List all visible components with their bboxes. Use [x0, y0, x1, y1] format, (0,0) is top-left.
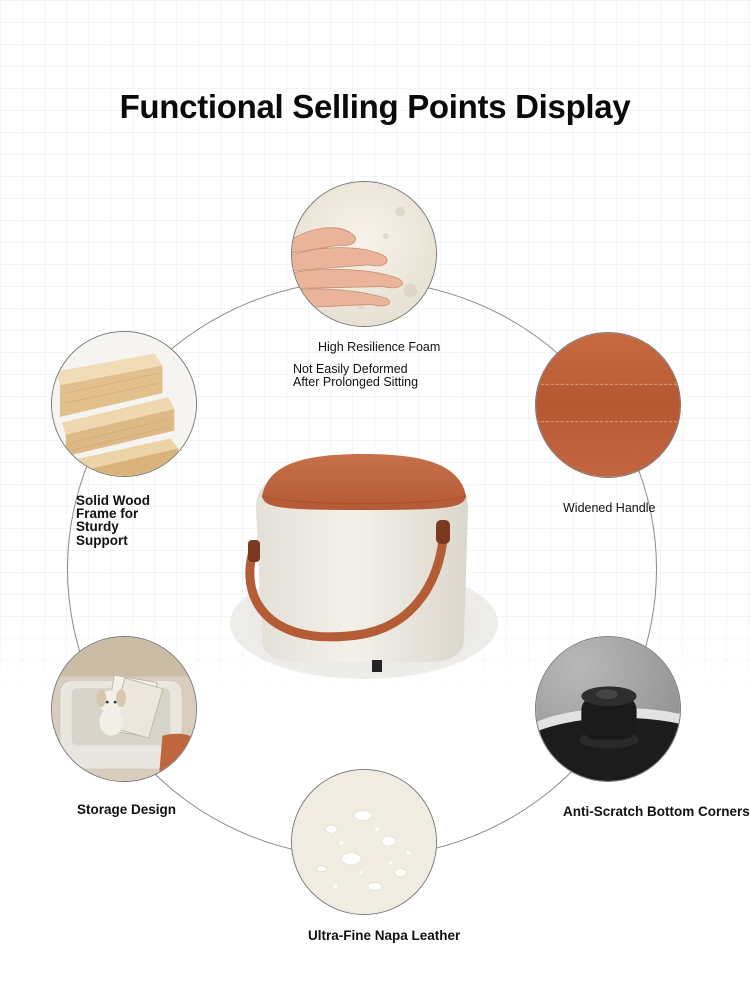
storage-image [51, 636, 197, 782]
wood-label-line2: Frame for [76, 506, 139, 521]
handle-label: Widened Handle [563, 501, 656, 515]
corners-image [535, 636, 681, 782]
corners-label: Anti-Scratch Bottom Corners [563, 804, 750, 819]
leather-image [291, 769, 437, 915]
wood-label-line4: Support [76, 533, 128, 548]
foam-image [291, 181, 437, 327]
handle-image [535, 332, 681, 478]
foam-subtext-line1: Not Easily Deformed [293, 362, 408, 376]
wood-image [51, 331, 197, 477]
leather-label: Ultra-Fine Napa Leather [308, 928, 461, 943]
storage-label: Storage Design [77, 802, 177, 817]
wood-label-line3: Sturdy [76, 519, 119, 534]
wood-label-line1: Solid Wood [76, 493, 150, 508]
stool-product-image [228, 448, 500, 680]
page-title: Functional Selling Points Display [119, 88, 631, 125]
foam-subtext-line2: After Prolonged Sitting [293, 375, 419, 389]
foam-label: High Resilience Foam [318, 340, 441, 354]
